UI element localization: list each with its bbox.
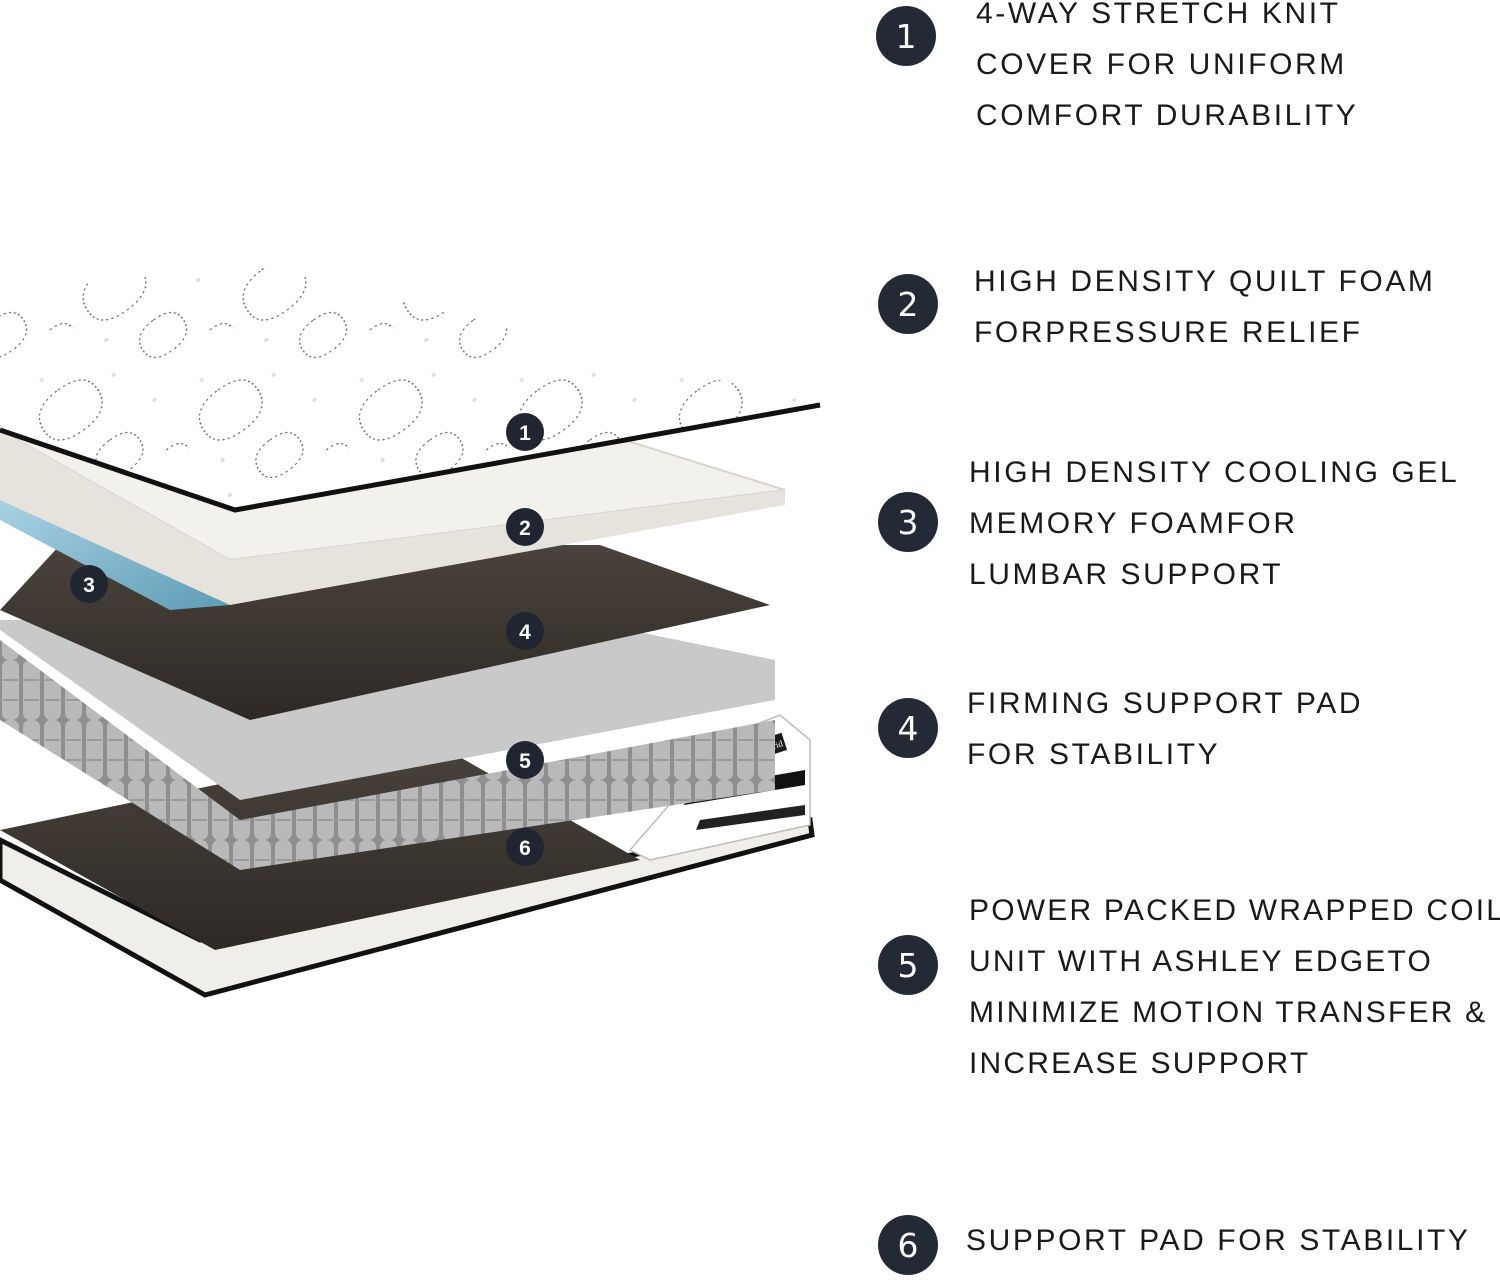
feature-number-badge: 2 (878, 274, 938, 334)
diagram-marker-5: 5 (506, 741, 544, 779)
feature-description: HIGH DENSITY QUILT FOAM FORPRESSURE RELI… (974, 256, 1436, 358)
mattress-layers-illustration: Hybrid 1 2 3 4 5 (0, 265, 821, 998)
diagram-marker-3: 3 (70, 565, 108, 603)
feature-line: FOR STABILITY (967, 738, 1221, 771)
feature-line: COMFORT DURABILITY (976, 99, 1359, 132)
feature-line: UNIT WITH ASHLEY EDGETO (969, 945, 1434, 978)
feature-number-badge: 4 (878, 698, 938, 758)
feature-line: COVER FOR UNIFORM (976, 48, 1347, 81)
diagram-marker-4-label: 4 (519, 621, 531, 644)
feature-number-badge: 6 (878, 1215, 938, 1275)
diagram-marker-2-label: 2 (519, 517, 531, 540)
feature-line: MINIMIZE MOTION TRANSFER & (969, 996, 1488, 1029)
feature-description: FIRMING SUPPORT PAD FOR STABILITY (967, 678, 1363, 780)
feature-line: FIRMING SUPPORT PAD (967, 687, 1364, 720)
feature-line: SUPPORT PAD FOR STABILITY (966, 1224, 1471, 1257)
feature-line: HIGH DENSITY QUILT FOAM (974, 265, 1436, 298)
diagram-marker-4: 4 (506, 612, 544, 650)
layer-1-knit-cover (0, 265, 821, 513)
feature-description: 4-WAY STRETCH KNIT COVER FOR UNIFORM COM… (976, 0, 1358, 141)
feature-line: POWER PACKED WRAPPED COIL (969, 894, 1500, 927)
diagram-marker-2: 2 (506, 508, 544, 546)
diagram-marker-5-label: 5 (519, 750, 531, 773)
diagram-marker-1-label: 1 (519, 422, 531, 445)
diagram-marker-6-label: 6 (519, 837, 531, 860)
feature-line: INCREASE SUPPORT (969, 1047, 1311, 1080)
feature-line: LUMBAR SUPPORT (969, 558, 1284, 591)
feature-number-badge: 3 (878, 492, 938, 552)
feature-line: FORPRESSURE RELIEF (974, 316, 1363, 349)
diagram-marker-1: 1 (506, 413, 544, 451)
feature-description: POWER PACKED WRAPPED COIL UNIT WITH ASHL… (969, 885, 1500, 1089)
diagram-marker-6: 6 (506, 828, 544, 866)
feature-description: HIGH DENSITY COOLING GEL MEMORY FOAMFOR … (969, 447, 1459, 600)
feature-description: SUPPORT PAD FOR STABILITY (966, 1215, 1471, 1266)
feature-number-badge: 1 (876, 6, 936, 66)
diagram-marker-3-label: 3 (83, 574, 95, 597)
feature-number-badge: 5 (878, 935, 938, 995)
feature-line: MEMORY FOAMFOR (969, 507, 1298, 540)
feature-line: HIGH DENSITY COOLING GEL (969, 456, 1460, 489)
feature-line: 4-WAY STRETCH KNIT (976, 0, 1341, 30)
